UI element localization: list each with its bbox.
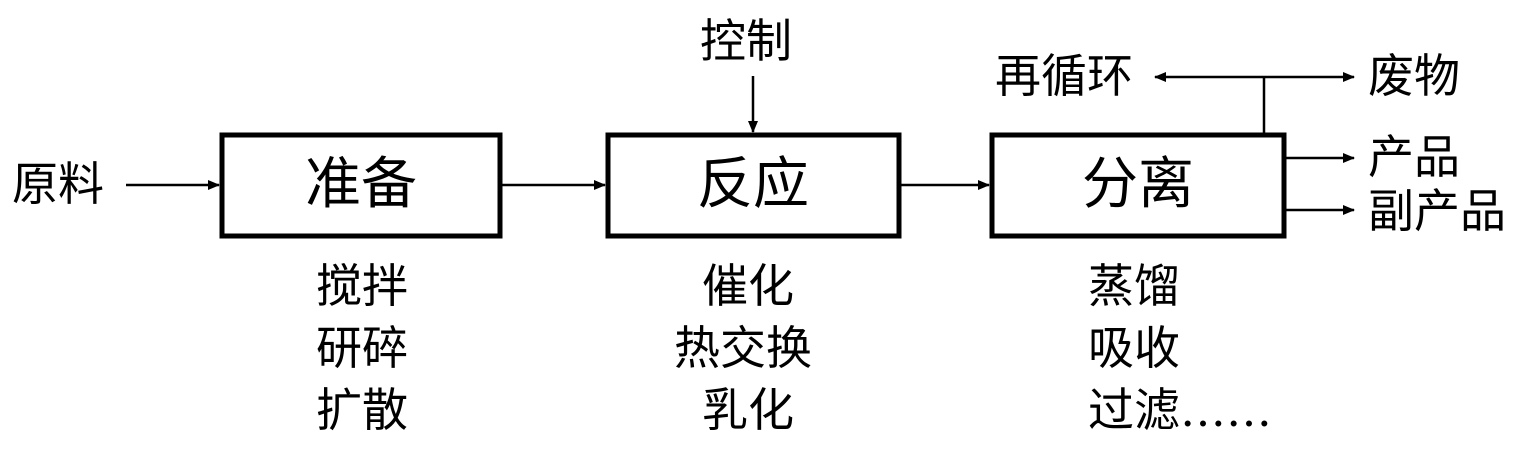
operation-item: 催化 <box>702 259 794 313</box>
operations-separation: 蒸馏 吸收 过滤…… <box>1088 255 1272 441</box>
stage-label-preparation: 准备 <box>305 152 417 217</box>
byproduct-label: 副产品 <box>1368 184 1506 238</box>
stage-label-reaction: 反应 <box>697 152 809 217</box>
operation-item: 过滤…… <box>1088 383 1272 437</box>
control-label: 控制 <box>700 14 792 68</box>
operation-item: 吸收 <box>1088 321 1180 375</box>
operation-item: 扩散 <box>316 383 408 437</box>
operations-preparation: 搅拌 研碎 扩散 <box>316 255 408 441</box>
operation-item: 乳化 <box>702 383 794 437</box>
operation-item: 热交换 <box>674 321 812 375</box>
operation-item: 搅拌 <box>316 259 408 313</box>
product-label: 产品 <box>1368 130 1460 184</box>
operations-reaction: 催化 热交换 乳化 <box>674 255 812 441</box>
stage-label-separation: 分离 <box>1082 152 1194 217</box>
stage-box-reaction <box>605 132 902 239</box>
input-label: 原料 <box>12 157 104 211</box>
operation-item: 蒸馏 <box>1088 259 1180 313</box>
operation-item: 研碎 <box>316 321 408 375</box>
stage-box-separation <box>989 132 1287 239</box>
waste-label: 废物 <box>1368 49 1460 103</box>
stage-box-preparation <box>219 132 503 239</box>
recycle-label: 再循环 <box>995 49 1133 103</box>
